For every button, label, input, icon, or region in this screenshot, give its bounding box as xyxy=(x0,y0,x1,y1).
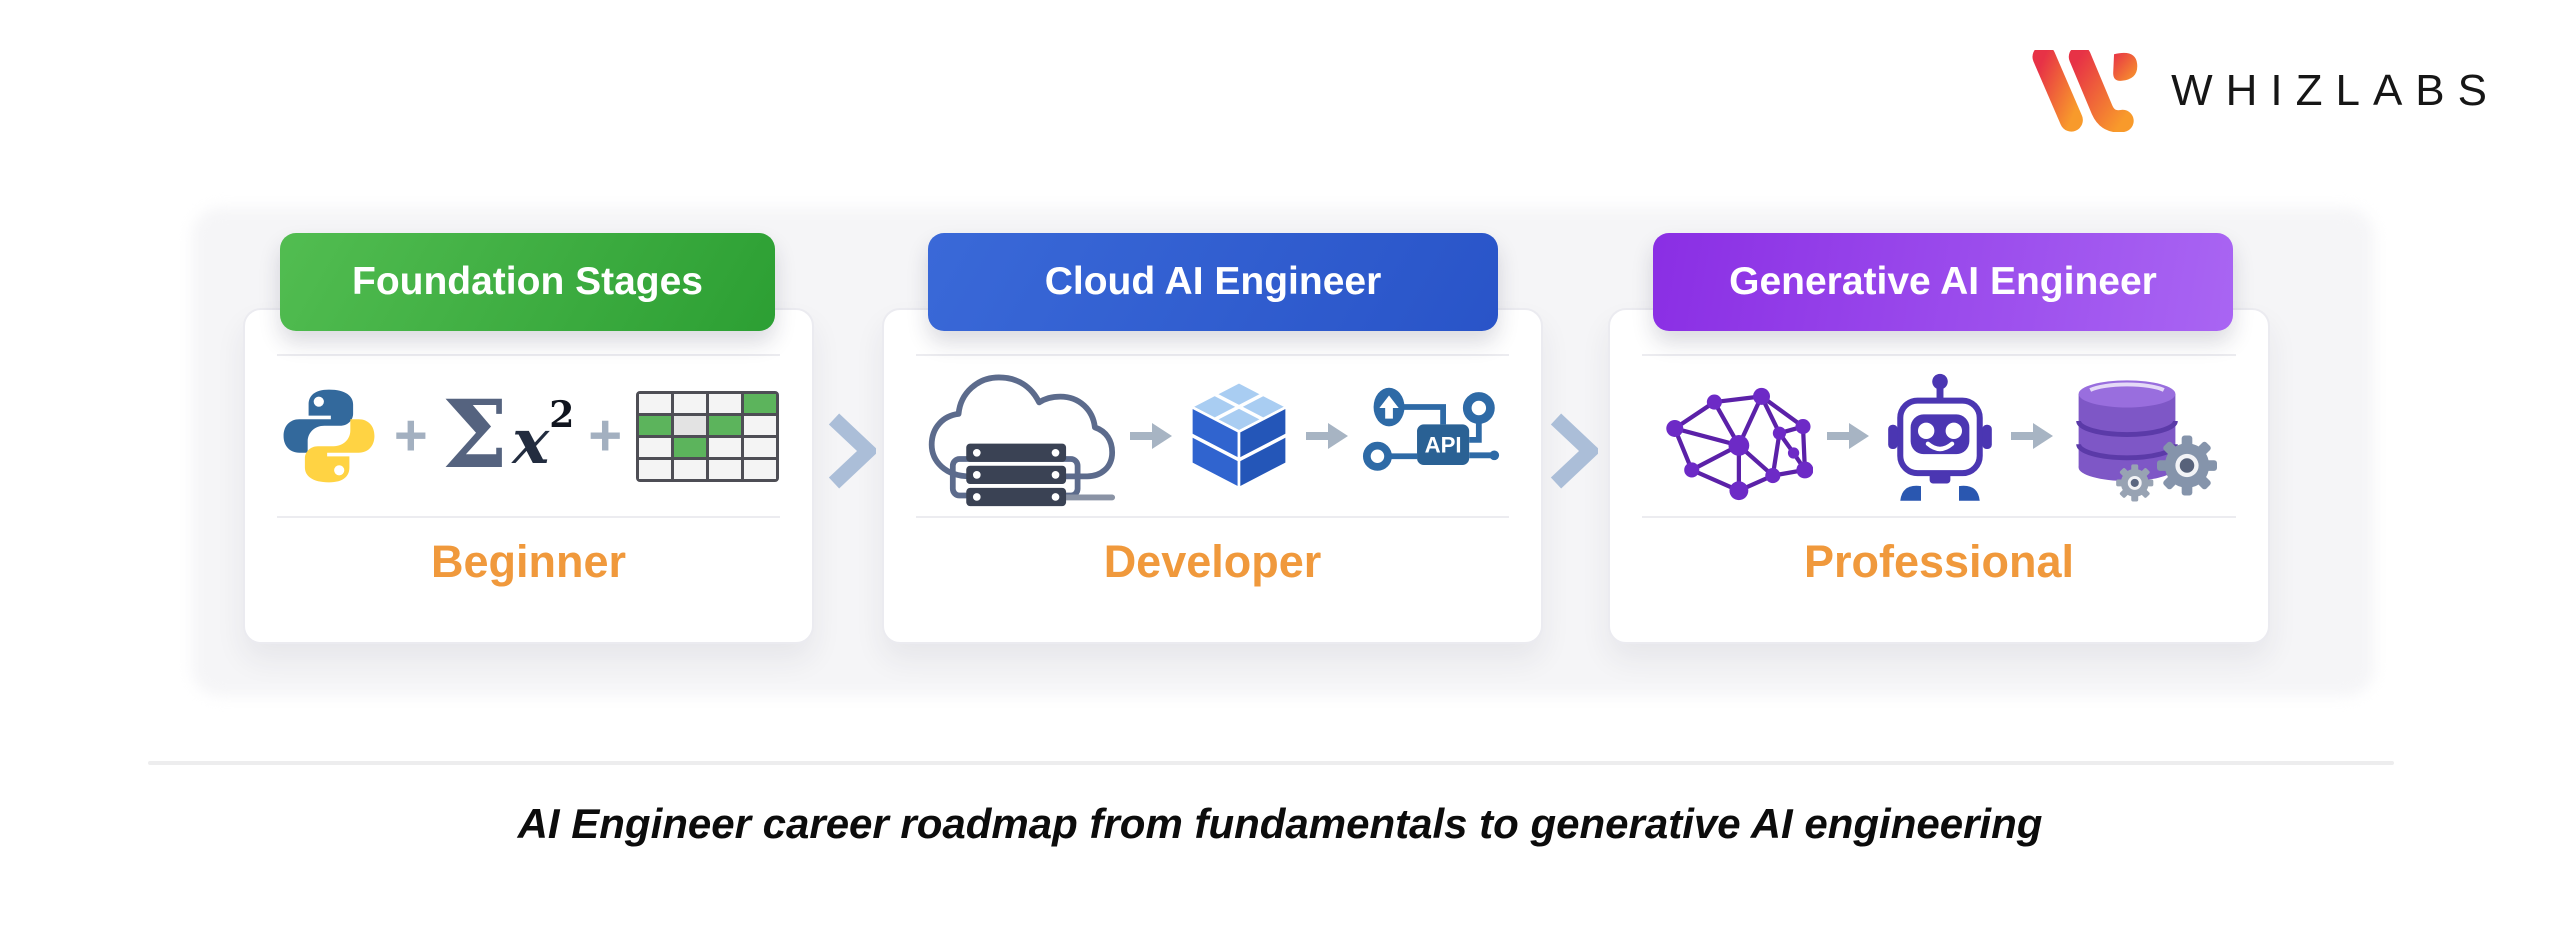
chevron-right-icon xyxy=(1550,413,1598,489)
card-divider xyxy=(277,516,780,518)
sigma-symbol: Σ xyxy=(441,380,509,491)
level-label-beginner: Beginner xyxy=(430,536,627,587)
card-divider xyxy=(916,354,1509,356)
level-label-professional: Professional xyxy=(1803,536,2075,587)
arrow-right-icon xyxy=(1129,423,1172,449)
spreadsheet-grid-icon xyxy=(636,390,780,482)
neural-network-icon xyxy=(1666,387,1813,501)
plus-sign: + xyxy=(588,403,623,468)
stage-badge-foundation: Foundation Stages xyxy=(280,233,775,331)
api-label: API xyxy=(1424,432,1461,457)
database-gears-icon xyxy=(2076,380,2217,502)
stage-badge-generative-ai: Generative AI Engineer xyxy=(1653,233,2233,331)
math-x: x xyxy=(512,405,550,479)
cloud-ai-icons-row: API xyxy=(884,358,1541,514)
whizlabs-logo: WHIZLABS xyxy=(2027,50,2500,132)
arrow-right-icon xyxy=(1827,423,1869,449)
arrow-right-icon xyxy=(2011,423,2053,449)
stage-card-generative-ai: Professional xyxy=(1608,308,2270,644)
chevron-right-icon xyxy=(828,413,876,489)
stage-card-foundation: + Σ x 2 + Beginner xyxy=(243,308,814,644)
card-divider xyxy=(277,354,780,356)
card-divider xyxy=(1642,516,2236,518)
caption-text: AI Engineer career roadmap from fundamen… xyxy=(517,800,2043,847)
stage-card-cloud-ai: API Developer xyxy=(882,308,1543,644)
horizontal-divider xyxy=(148,761,2394,765)
foundation-icons-row: + Σ x 2 + xyxy=(245,358,812,514)
brand-name: WHIZLABS xyxy=(2171,66,2500,115)
plus-sign: + xyxy=(393,403,428,468)
container-cube-icon xyxy=(1187,380,1290,491)
arrow-right-icon xyxy=(1305,423,1348,449)
level-label-developer: Developer xyxy=(1103,536,1322,587)
cloud-servers-icon xyxy=(928,374,1115,507)
card-divider xyxy=(916,516,1509,518)
generative-ai-icons-row xyxy=(1610,358,2268,514)
whizlabs-logo-mark-icon xyxy=(2032,50,2138,132)
python-logo-icon xyxy=(283,389,375,483)
ai-robot-icon xyxy=(1888,373,1992,501)
api-integration-icon: API xyxy=(1362,387,1499,471)
sigma-x-squared-icon: Σ x 2 xyxy=(441,380,575,491)
math-exponent: 2 xyxy=(549,394,575,437)
card-divider xyxy=(1642,354,2236,356)
stage-badge-cloud-ai: Cloud AI Engineer xyxy=(928,233,1498,331)
